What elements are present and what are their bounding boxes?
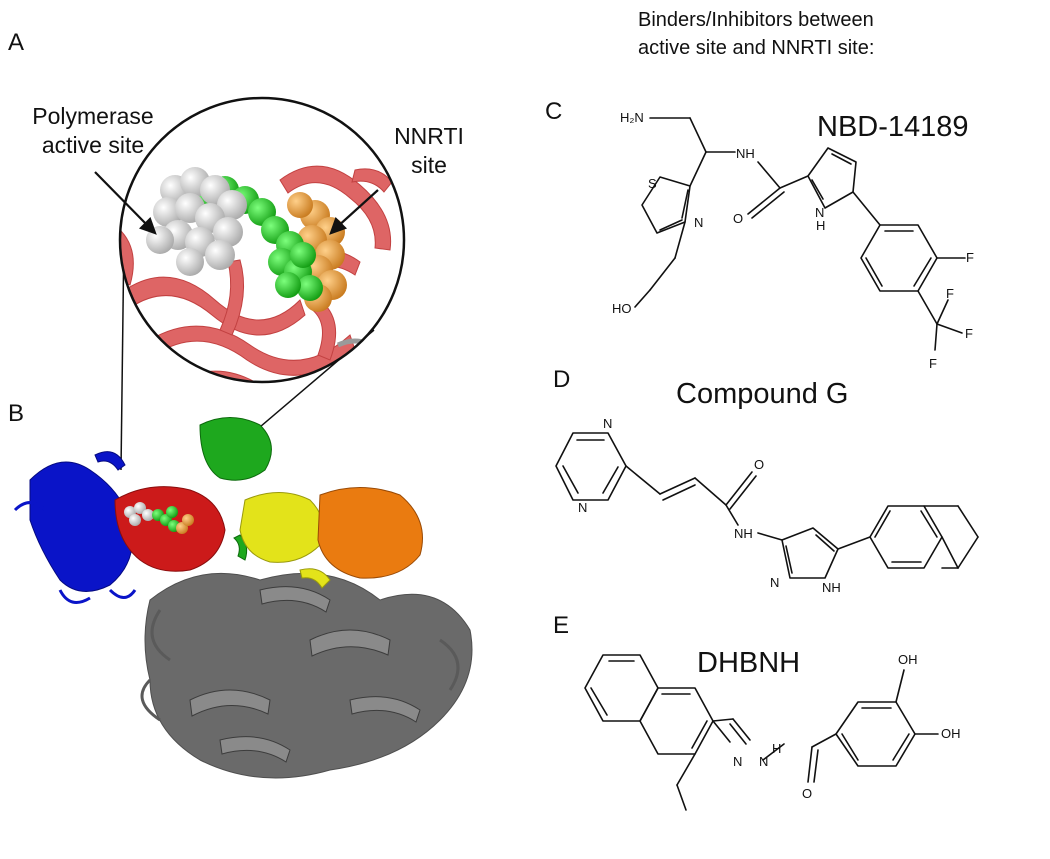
active-site-label-line-1: Polymerase (32, 103, 154, 129)
structure-compound-g (555, 432, 979, 579)
panel-label-d: D (553, 366, 571, 393)
atom-s-c: S (648, 176, 657, 191)
nnrti-site-label-line-1: NNRTI (394, 123, 464, 149)
atom-n-d3: N (770, 575, 779, 590)
chemical-structures: H₂N NH S N O N H F F F F HO N N O NH N N… (555, 110, 979, 811)
zoom-circle (118, 96, 406, 384)
atom-nh-c: NH (736, 146, 755, 161)
active-site-label-line-2: active site (41, 132, 145, 158)
nnrti-site-label-line-2: site (411, 152, 447, 178)
protein-structure-figure (13, 96, 473, 779)
atom-n-c: N (694, 215, 703, 230)
atom-n-d1: N (603, 416, 612, 431)
figure-header: Binders/Inhibitors between active site a… (638, 6, 874, 62)
atom-oh-e2: OH (941, 726, 961, 741)
atom-f-c1: F (966, 250, 974, 265)
nnrti-site-arrowhead (329, 216, 348, 235)
panel-label-a: A (8, 29, 25, 56)
atom-h2n: H₂N (620, 110, 644, 125)
ligand-spheres-small (124, 502, 194, 534)
full-structure (13, 417, 473, 779)
atom-o-d: O (754, 457, 764, 472)
atom-h-e: H (772, 741, 781, 756)
nnrti-site-arrow (335, 189, 379, 229)
atom-o-c: O (733, 211, 743, 226)
atom-n-e2: N (759, 754, 768, 769)
gray-domain (144, 572, 473, 779)
header-line-2: active site and NNRTI site: (638, 37, 875, 59)
structure-nbd-14189 (634, 117, 966, 351)
header-line-1: Binders/Inhibitors between (638, 9, 874, 31)
active-site-label: Polymerase active site (18, 102, 168, 160)
atom-n-d2: N (578, 500, 587, 515)
atom-n-pyrrole: N (815, 205, 824, 220)
atom-nh-d: NH (822, 580, 841, 595)
atom-n-e1: N (733, 754, 742, 769)
atom-h-pyrrole: H (816, 218, 825, 233)
callout-arrows (94, 171, 379, 235)
atom-oh-e1: OH (898, 652, 918, 667)
orange-domain (317, 487, 423, 579)
atom-f-c2: F (946, 286, 954, 301)
active-site-arrow (94, 171, 151, 229)
structure-dhbnh (584, 654, 939, 811)
panel-label-c: C (545, 98, 563, 125)
active-site-ligand-spheres (146, 167, 247, 276)
panel-label-e: E (553, 612, 570, 639)
compound-e-name: DHBNH (697, 647, 801, 679)
blue-domain (29, 451, 133, 592)
compound-c-name: NBD-14189 (817, 111, 969, 143)
compound-d-name: Compound G (676, 378, 849, 410)
atom-hn-d: NH (734, 526, 753, 541)
yellow-domain (239, 492, 331, 589)
nnrti-site-label: NNRTI site (384, 122, 474, 180)
zoom-inset (120, 98, 404, 382)
active-site-arrowhead (138, 216, 157, 235)
atom-f-c4: F (929, 356, 937, 371)
atom-ho-c: HO (612, 301, 632, 316)
atom-o-e1: O (802, 786, 812, 801)
atom-f-c3: F (965, 326, 973, 341)
panel-label-b: B (8, 400, 25, 427)
atom-labels: H₂N NH S N O N H F F F F HO N N O NH N N… (578, 110, 974, 801)
